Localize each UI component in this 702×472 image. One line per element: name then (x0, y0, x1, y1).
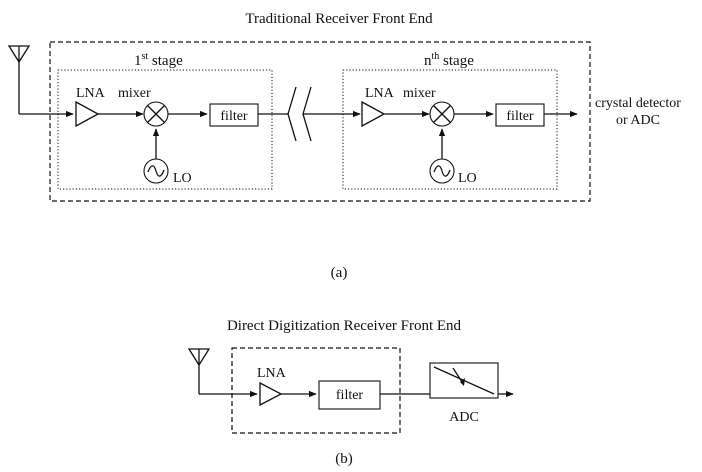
mixer-label: mixer (118, 86, 151, 101)
lna-label: LNA (257, 366, 287, 381)
filter-label: filter (506, 109, 534, 124)
stage-1-label: 1st stage (134, 51, 183, 69)
adc-switch-icon (429, 362, 499, 399)
filter-label: filter (220, 109, 248, 124)
antenna-icon (7, 45, 31, 114)
stage-n-label: nth stage (424, 51, 474, 69)
diagram-b-title: Direct Digitization Receiver Front End (227, 318, 462, 334)
filter-label: filter (336, 388, 364, 403)
output-label-line-2: or ADC (616, 113, 660, 128)
lo-label: LO (458, 171, 477, 186)
lna-amplifier-icon (75, 100, 100, 128)
mixer-label: mixer (403, 86, 436, 101)
caption-b: (b) (335, 451, 353, 467)
lna-amplifier-icon (361, 100, 386, 128)
lna-label: LNA (365, 86, 395, 101)
output-label-line-1: crystal detector (595, 96, 681, 111)
lo-oscillator-icon (429, 158, 455, 184)
mixer-icon (429, 101, 455, 127)
lo-oscillator-icon (143, 158, 169, 184)
lna-label: LNA (76, 86, 106, 101)
filter-box (318, 380, 381, 410)
mixer-icon (143, 101, 169, 127)
lna-amplifier-icon (259, 381, 283, 407)
front-end-enclosure-a (49, 41, 591, 202)
antenna-icon (187, 348, 211, 394)
front-end-enclosure-b (231, 347, 401, 434)
adc-label: ADC (449, 410, 479, 425)
lo-label: LO (173, 171, 192, 186)
filter-box (209, 103, 259, 127)
caption-a: (a) (331, 265, 348, 281)
diagram-a-title: Traditional Receiver Front End (245, 11, 433, 27)
filter-box (495, 103, 545, 127)
